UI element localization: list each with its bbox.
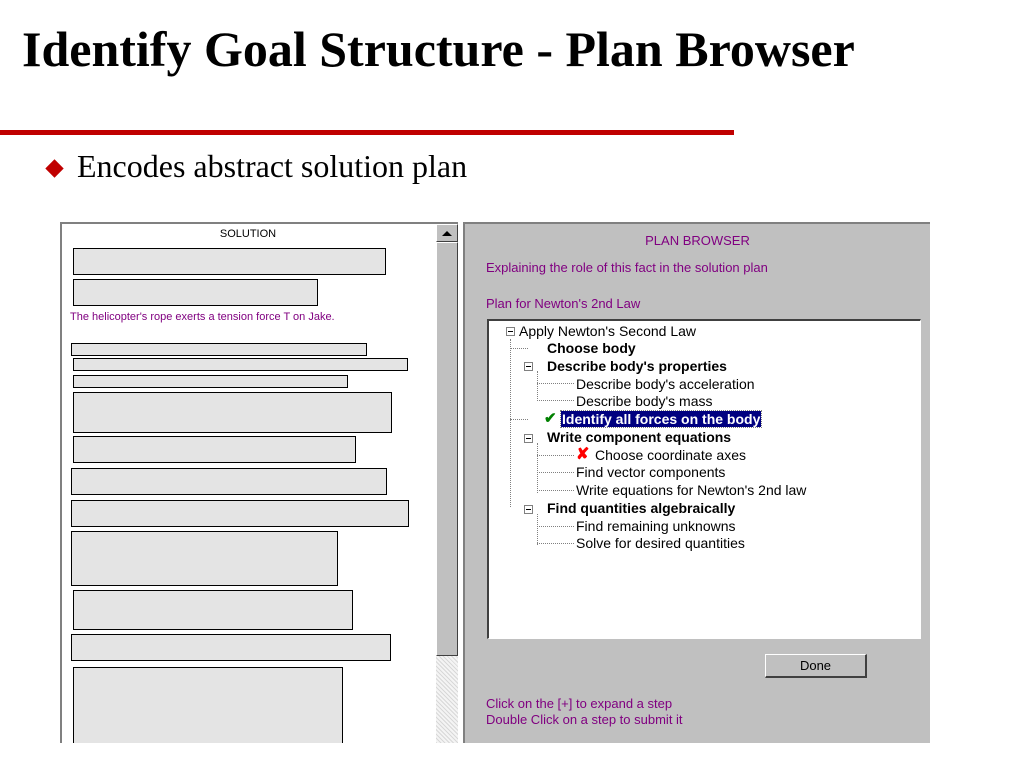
tree-node-solve-desired[interactable]: Solve for desired quantities: [576, 535, 745, 551]
solution-entry[interactable]: [73, 436, 356, 463]
tree-node-write-equations[interactable]: Write component equations: [547, 429, 732, 445]
solution-entry[interactable]: [73, 279, 318, 306]
bullet-item: Encodes abstract solution plan: [45, 148, 468, 185]
tree-node-describe-properties[interactable]: Describe body's properties: [547, 358, 727, 374]
bullet-text: Encodes abstract solution plan: [77, 148, 468, 184]
tree-connector: [510, 339, 511, 507]
tree-connector: [537, 383, 574, 384]
arrow-up-icon: [442, 230, 452, 236]
solution-pane: SOLUTION The helicopter's rope exerts a …: [60, 222, 458, 743]
solution-entry[interactable]: [73, 392, 392, 433]
tree-node-write-newton-equations[interactable]: Write equations for Newton's 2nd law: [576, 482, 807, 498]
plan-tree[interactable]: Apply Newton's Second Law Choose body De…: [487, 319, 921, 639]
collapse-toggle-icon[interactable]: [524, 505, 533, 514]
slide-title: Identify Goal Structure - Plan Browser: [22, 21, 855, 77]
solution-entry[interactable]: [71, 343, 367, 356]
tree-connector: [537, 371, 538, 401]
plan-browser-title: PLAN BROWSER: [645, 233, 750, 248]
solution-entry[interactable]: [73, 590, 353, 630]
solution-entry[interactable]: [71, 531, 338, 586]
solution-entry[interactable]: [73, 375, 348, 388]
tree-connector: [537, 526, 574, 527]
diamond-bullet-icon: [45, 159, 64, 178]
scroll-thumb[interactable]: [436, 242, 458, 656]
scroll-up-button[interactable]: [436, 224, 458, 242]
collapse-toggle-icon[interactable]: [524, 434, 533, 443]
tree-connector: [537, 490, 574, 491]
tree-connector: [510, 348, 528, 349]
tree-node-describe-mass[interactable]: Describe body's mass: [576, 393, 713, 409]
tree-connector: [537, 455, 574, 456]
solution-statement: The helicopter's rope exerts a tension f…: [70, 311, 335, 323]
tree-node-choose-axes[interactable]: Choose coordinate axes: [595, 447, 746, 463]
solution-header: SOLUTION: [219, 228, 277, 240]
help-submit-text: Double Click on a step to submit it: [486, 712, 683, 727]
collapse-toggle-icon[interactable]: [506, 327, 515, 336]
plan-browser-pane: PLAN BROWSER Explaining the role of this…: [463, 222, 930, 743]
title-rule: [0, 130, 734, 135]
plan-explanation: Explaining the role of this fact in the …: [486, 260, 768, 275]
solution-entry[interactable]: [73, 358, 408, 371]
x-mark-icon: ✘: [576, 446, 590, 463]
solution-entry[interactable]: [71, 634, 391, 661]
check-icon: ✔: [544, 410, 557, 427]
done-button[interactable]: Done: [765, 654, 867, 678]
tree-node-identify-forces[interactable]: Identify all forces on the body: [559, 410, 763, 428]
tree-connector: [537, 443, 538, 493]
tree-node-describe-acceleration[interactable]: Describe body's acceleration: [576, 376, 755, 392]
collapse-toggle-icon[interactable]: [524, 362, 533, 371]
tree-connector: [537, 514, 538, 545]
plan-for-label: Plan for Newton's 2nd Law: [486, 296, 641, 311]
solution-entry[interactable]: [73, 667, 343, 743]
tree-connector: [537, 400, 574, 401]
solution-entry[interactable]: [71, 468, 387, 495]
tree-node-find-quantities[interactable]: Find quantities algebraically: [547, 500, 736, 516]
tree-node-root[interactable]: Apply Newton's Second Law: [519, 323, 696, 339]
tree-node-find-vector-components[interactable]: Find vector components: [576, 464, 726, 480]
tree-connector: [510, 419, 528, 420]
solution-scrollbar[interactable]: [436, 224, 458, 743]
tree-node-find-remaining[interactable]: Find remaining unknowns: [576, 518, 736, 534]
tree-node-choose-body[interactable]: Choose body: [547, 340, 636, 356]
tree-connector: [537, 543, 574, 544]
solution-entry[interactable]: [71, 500, 409, 527]
tree-connector: [537, 472, 574, 473]
solution-entry[interactable]: [73, 248, 386, 275]
help-expand-text: Click on the [+] to expand a step: [486, 696, 673, 711]
